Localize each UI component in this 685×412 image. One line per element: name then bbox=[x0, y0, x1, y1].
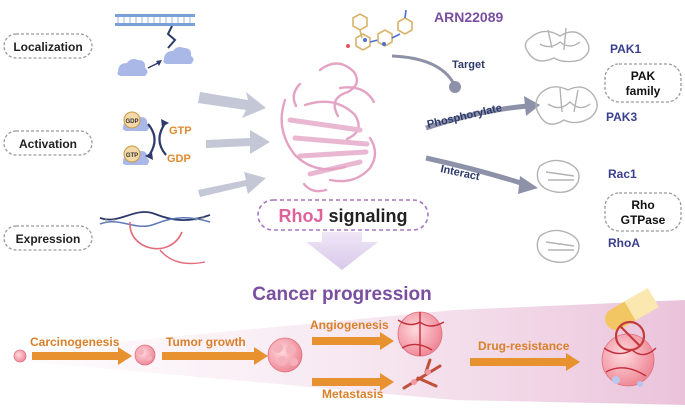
metastasis-arrow bbox=[312, 373, 394, 391]
signaling-label: signaling bbox=[323, 206, 407, 226]
tumor-mass-icon bbox=[267, 337, 303, 373]
gdp-label: GDP bbox=[167, 153, 191, 165]
drug-resistance-arrow bbox=[470, 353, 580, 371]
activation-pill: Activation bbox=[3, 130, 93, 156]
angiogenesis-arrow bbox=[312, 332, 394, 350]
rac1-structure bbox=[536, 159, 580, 193]
gtp-gdp-cycle-icon: GDP GTP bbox=[122, 111, 169, 165]
gtp-badge: GTP bbox=[126, 153, 138, 159]
input-arrows bbox=[198, 92, 270, 197]
pak-family-line2: family bbox=[626, 84, 661, 98]
carcinogenesis-label: Carcinogenesis bbox=[30, 335, 120, 349]
rhoa-label: RhoA bbox=[608, 236, 640, 250]
localization-pill: Localization bbox=[3, 33, 93, 59]
interact-arrow bbox=[425, 155, 525, 187]
tumor-growth-label: Tumor growth bbox=[166, 335, 246, 349]
activation-label: Activation bbox=[19, 137, 77, 151]
phosphorylate-label: Phosphorylate bbox=[426, 102, 503, 131]
cancer-progression-title: Cancer progression bbox=[252, 284, 432, 305]
drug-name: ARN22089 bbox=[434, 9, 503, 25]
drug-resistance-label: Drug-resistance bbox=[478, 339, 570, 353]
prohibited-icon bbox=[614, 320, 646, 352]
gtp-label: GTP bbox=[169, 125, 192, 137]
cloud-protein-icon bbox=[117, 47, 194, 76]
small-tumor-icon bbox=[134, 344, 156, 366]
pak1-structure bbox=[524, 27, 590, 63]
pak1-label: PAK1 bbox=[610, 42, 641, 56]
phosphorylate-arrowhead bbox=[524, 96, 540, 116]
expression-label: Expression bbox=[16, 232, 81, 246]
angiogenesis-label: Angiogenesis bbox=[310, 318, 389, 332]
target-label: Target bbox=[452, 59, 485, 71]
rho-gtpase-line1: Rho bbox=[631, 198, 654, 212]
rhoj-signaling-title: RhoJ signaling bbox=[278, 206, 407, 226]
rhoj-signaling-pill: RhoJ signaling bbox=[257, 199, 429, 231]
resistant-tumor-icon bbox=[601, 333, 657, 387]
pill-capsule-icon bbox=[605, 287, 659, 330]
phosphorylate-arrow bbox=[425, 103, 529, 131]
rhoj-label: RhoJ bbox=[278, 206, 323, 226]
rho-gtpase-pill: Rho GTPase bbox=[604, 192, 682, 232]
localization-label: Localization bbox=[13, 40, 82, 54]
down-arrow bbox=[306, 232, 378, 270]
metastasis-label: Metastasis bbox=[322, 387, 384, 401]
target-line bbox=[391, 54, 456, 85]
blood-vessel-icon bbox=[402, 358, 442, 390]
membrane-icon bbox=[115, 14, 195, 49]
expression-pill: Expression bbox=[3, 225, 93, 251]
dna-transcription-icon bbox=[99, 211, 211, 265]
interact-label: Interact bbox=[439, 163, 481, 183]
single-cell-icon bbox=[13, 349, 27, 363]
tumor-growth-arrow bbox=[162, 347, 268, 365]
interact-arrowhead bbox=[518, 176, 538, 194]
vascularized-tumor-icon bbox=[397, 311, 445, 357]
pak-family-pill: PAK family bbox=[604, 63, 682, 103]
pak3-structure bbox=[535, 86, 598, 125]
rac1-label: Rac1 bbox=[608, 167, 637, 181]
pak3-label: PAK3 bbox=[606, 110, 637, 124]
pak-family-line1: PAK bbox=[631, 69, 656, 83]
carcinogenesis-arrow bbox=[32, 347, 132, 365]
arn22089-molecule-icon bbox=[346, 9, 413, 51]
rhoa-structure bbox=[536, 229, 580, 263]
progression-band bbox=[10, 300, 685, 405]
rhoj-protein-structure bbox=[280, 62, 377, 193]
target-end-dot bbox=[449, 81, 461, 93]
gdp-badge: GDP bbox=[125, 119, 138, 125]
rho-gtpase-line2: GTPase bbox=[621, 213, 666, 227]
